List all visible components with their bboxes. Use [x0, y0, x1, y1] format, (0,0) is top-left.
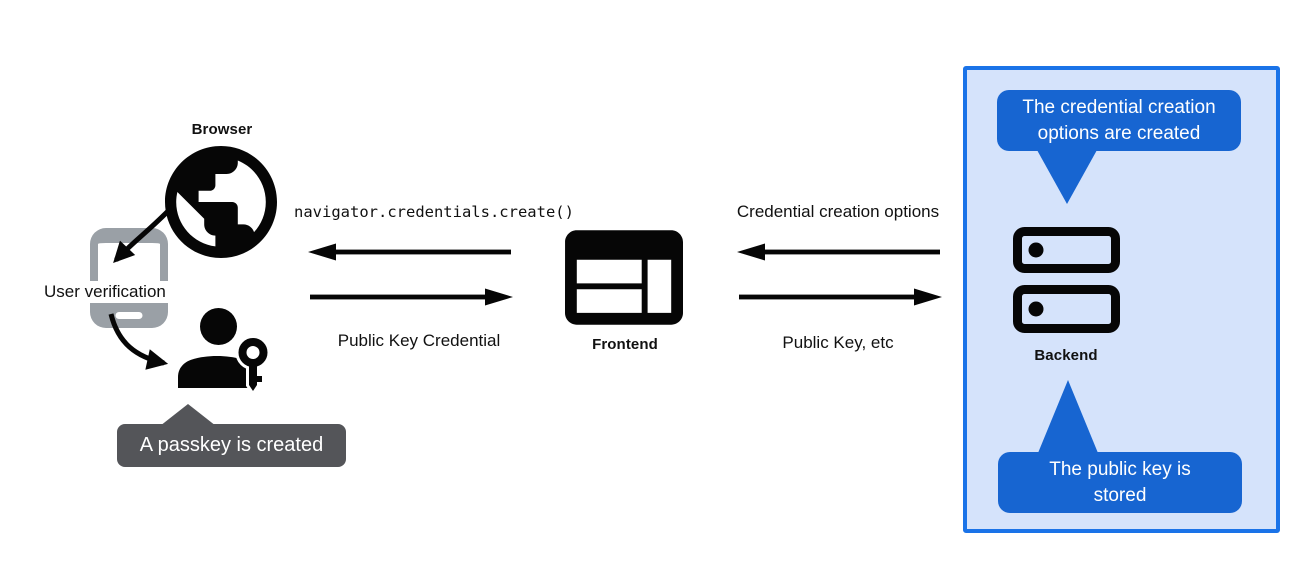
public-key-etc-label: Public Key, etc — [782, 333, 894, 352]
frontend-window-icon — [565, 230, 683, 325]
frontend-node-label: Frontend — [592, 336, 658, 353]
credentials-create-call-label: navigator.credentials.create() — [294, 203, 574, 221]
browser-to-frontend-arrow — [310, 288, 513, 306]
curved-flow-arrows — [108, 205, 174, 370]
phone-icon — [90, 228, 168, 328]
passkey-user-icon — [178, 308, 271, 396]
public-key-credential-label: Public Key Credential — [337, 331, 501, 350]
bottom-callout-tail — [1038, 380, 1098, 453]
globe-to-phone-arrow — [113, 205, 174, 264]
person-head — [200, 308, 237, 345]
credential-creation-options-label: Credential creation options — [736, 202, 940, 221]
backend-to-frontend-arrow — [737, 243, 940, 261]
person-body — [178, 356, 256, 388]
globe-icon — [165, 146, 277, 258]
user-verification-label: User verification — [41, 281, 169, 303]
frontend-to-browser-arrow — [308, 243, 511, 261]
passkey-tooltip-pointer — [160, 404, 216, 426]
credential-options-created-callout: The credential creation options are crea… — [997, 90, 1241, 151]
public-key-stored-callout: The public key is stored — [998, 452, 1242, 513]
browser-node-label: Browser — [191, 121, 253, 138]
passkey-created-tooltip: A passkey is created — [117, 424, 346, 467]
key-icon — [235, 335, 271, 396]
server-icon — [1013, 227, 1120, 333]
top-callout-tail — [1037, 150, 1097, 204]
phone-home-bar — [115, 312, 143, 319]
backend-node-label: Backend — [1034, 347, 1098, 364]
frontend-to-backend-arrow — [739, 288, 942, 306]
phone-to-user-arrow — [108, 313, 169, 370]
